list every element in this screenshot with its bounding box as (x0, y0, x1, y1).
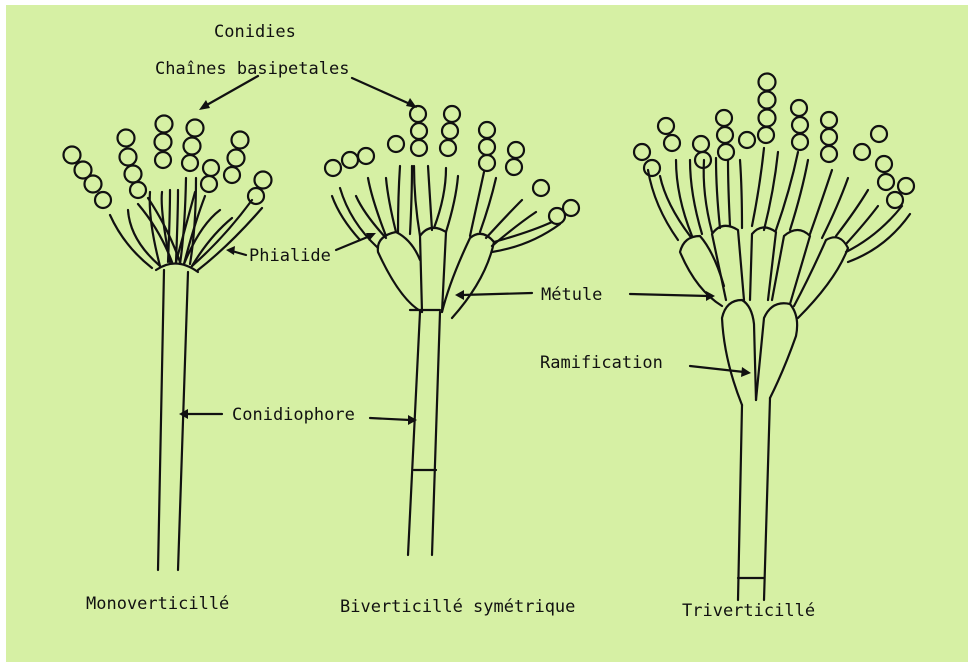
caption-biverticille-symetrique: Biverticillé symétrique (340, 597, 575, 617)
metulae-bi (378, 228, 494, 318)
caption-triverticille: Triverticillé (682, 601, 815, 621)
label-ramification: Ramification (540, 353, 663, 373)
monoverticille-structure (64, 116, 272, 571)
label-conidiophore: Conidiophore (232, 405, 355, 425)
conidiophore-stipe-tri (738, 398, 770, 600)
ramification-tri (722, 300, 797, 405)
caption-monoverticille: Monoverticillé (86, 594, 229, 614)
penicillium-diagram (6, 5, 968, 662)
label-conidies: Conidies (214, 22, 296, 42)
triverticille-structure (634, 74, 914, 601)
phialides-mono (110, 178, 262, 270)
diagram-panel: Conidies Chaînes basipetales Phialide Mé… (6, 5, 968, 662)
conidia-chains-mono (64, 116, 272, 209)
metulae-tri (680, 226, 848, 318)
label-metule: Métule (541, 285, 602, 305)
phialides-tri (648, 148, 910, 262)
biverticille-structure (325, 106, 579, 555)
conidiophore-stipe-mono (158, 270, 188, 570)
label-phialide: Phialide (249, 246, 331, 266)
conidiophore-stipe-bi (408, 312, 440, 555)
label-chaines-basipetales: Chaînes basipetales (155, 59, 349, 79)
